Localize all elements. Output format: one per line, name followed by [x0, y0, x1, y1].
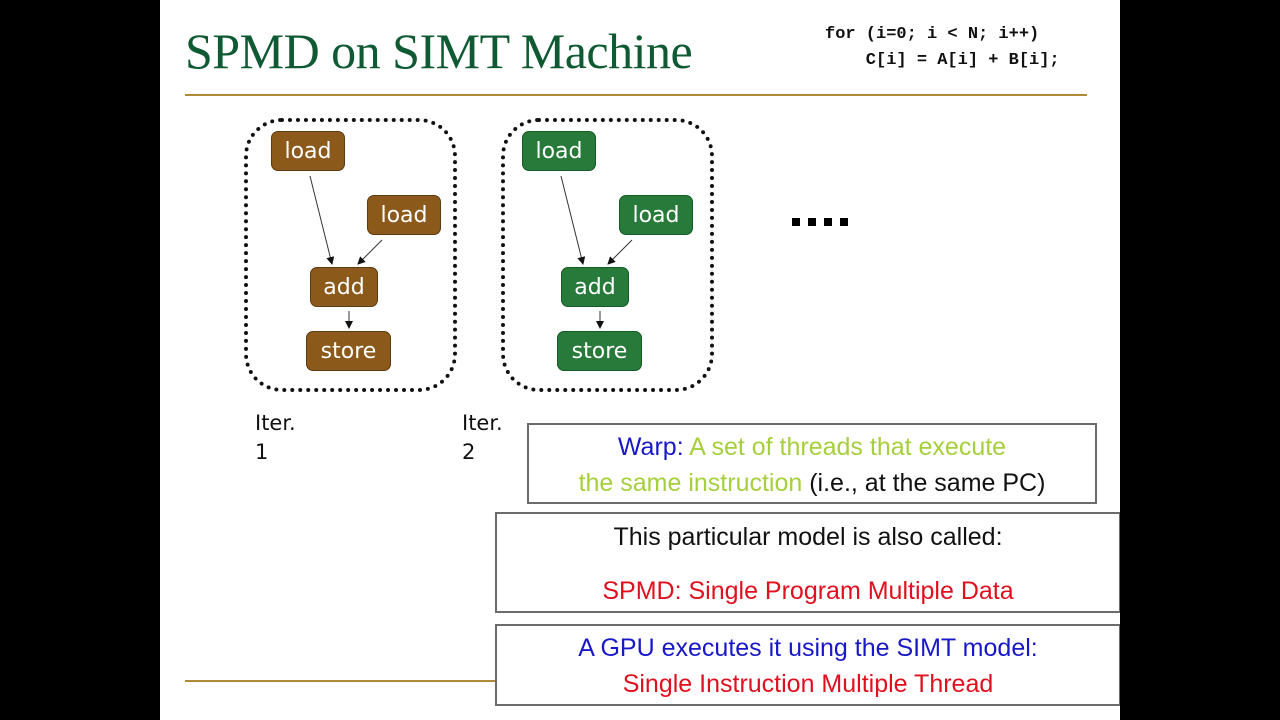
iter1-add-node: add: [310, 267, 378, 307]
code-snippet: for (i=0; i < N; i++) C[i] = A[i] + B[i]…: [825, 22, 1060, 74]
iteration-2-label: Iter. 2: [462, 409, 503, 467]
ellipsis-dot: [840, 218, 848, 226]
iter-number: 1: [255, 440, 269, 464]
code-line-1: for (i=0; i < N; i++): [825, 25, 1040, 44]
iter-label-text: Iter.: [462, 411, 503, 435]
iteration-2-group: [501, 118, 714, 392]
iter1-load-node-b: load: [367, 195, 441, 235]
spmd-definition: SPMD: Single Program Multiple Data: [602, 577, 1014, 605]
ellipsis-dot: [808, 218, 816, 226]
warp-line-2: the same instruction (i.e., at the same …: [529, 465, 1095, 501]
spmd-model-box: This particular model is also called: SP…: [495, 512, 1120, 613]
code-line-2: C[i] = A[i] + B[i];: [825, 51, 1060, 70]
warp-note: (i.e., at the same PC): [809, 469, 1046, 497]
slide-title: SPMD on SIMT Machine: [185, 23, 693, 79]
simt-model-box: A GPU executes it using the SIMT model: …: [495, 624, 1120, 706]
iter2-load-node-b: load: [619, 195, 693, 235]
ellipsis-dot: [792, 218, 800, 226]
simt-definition: Single Instruction Multiple Thread: [622, 670, 994, 698]
iter-number: 2: [462, 440, 476, 464]
more-iterations-ellipsis: [792, 218, 848, 226]
warp-line-1: Warp: A set of threads that execute: [529, 429, 1095, 465]
warp-definition-2: the same instruction: [578, 469, 803, 497]
warp-definition-box: Warp: A set of threads that execute the …: [527, 423, 1097, 504]
ellipsis-dot: [824, 218, 832, 226]
title-divider: [185, 94, 1087, 96]
iter2-add-node: add: [561, 267, 629, 307]
iter1-store-node: store: [306, 331, 391, 371]
slide: SPMD on SIMT Machine for (i=0; i < N; i+…: [160, 0, 1120, 720]
model-intro-text: This particular model is also called:: [613, 523, 1003, 551]
warp-term: Warp:: [617, 433, 684, 461]
iter-label-text: Iter.: [255, 411, 296, 435]
footer-divider: [185, 680, 495, 682]
iter1-load-node-a: load: [271, 131, 345, 171]
gpu-simt-text: A GPU executes it using the SIMT model:: [578, 634, 1038, 662]
iteration-1-label: Iter. 1: [255, 409, 296, 467]
warp-definition-1: A set of threads that execute: [689, 433, 1007, 461]
iter2-store-node: store: [557, 331, 642, 371]
iter2-load-node-a: load: [522, 131, 596, 171]
iteration-1-group: [244, 118, 457, 392]
